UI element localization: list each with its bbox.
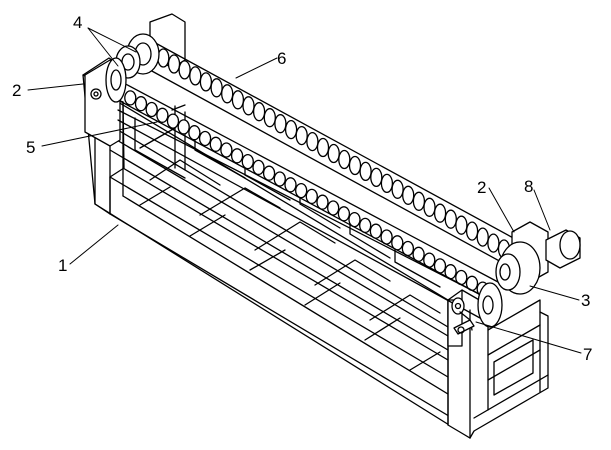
label-side-plate-right: 2: [477, 178, 487, 197]
chain-link: [476, 227, 489, 247]
crank-handle: [451, 297, 475, 335]
chain-link: [370, 167, 383, 188]
chain-link: [423, 197, 436, 217]
chain-link: [209, 136, 222, 152]
chain-link: [465, 221, 479, 241]
chain-link: [210, 78, 223, 98]
chain-link: [263, 108, 276, 128]
label-chain-guide-rail: 5: [26, 138, 36, 157]
chain-link: [242, 96, 255, 116]
chain-link: [124, 90, 137, 106]
chain-link: [273, 171, 286, 187]
chain-link: [198, 130, 212, 147]
label-motor: 8: [524, 177, 534, 196]
chain-link: [402, 185, 415, 205]
chain-link: [295, 125, 308, 146]
chain-link: [412, 191, 426, 211]
chain-link: [316, 194, 329, 210]
chain-link: [455, 215, 468, 235]
chain-link: [134, 96, 148, 112]
label-side-plate-left: 2: [12, 81, 22, 100]
chain-link: [306, 131, 319, 152]
chain-link: [487, 233, 500, 253]
chain-link: [284, 119, 298, 140]
chain-teeth: [124, 48, 521, 297]
chain-link: [189, 66, 202, 86]
chain-link: [252, 159, 265, 176]
motor: [545, 229, 581, 269]
chain-link: [262, 165, 276, 181]
chain-link: [316, 137, 330, 158]
chain-link: [338, 149, 351, 170]
label-frame: 1: [58, 256, 68, 275]
chain-link: [188, 125, 201, 141]
chain-link: [327, 143, 340, 164]
chain-link: [380, 173, 394, 194]
chain-link: [220, 142, 233, 158]
chain-link: [252, 102, 266, 122]
label-roller-chain: 6: [277, 49, 287, 68]
label-crank-handle: 7: [583, 345, 593, 364]
sprockets-left: [105, 33, 160, 103]
label-sprockets-left: 4: [73, 13, 83, 32]
chain-link: [167, 54, 181, 74]
chain-link: [274, 114, 287, 134]
chain-link: [221, 84, 234, 104]
chain-link: [305, 188, 318, 205]
chain-link: [444, 209, 457, 229]
chain-link: [231, 90, 245, 110]
chain-link: [295, 182, 308, 199]
label-sprocket-right: 3: [581, 291, 591, 310]
chain-link: [284, 177, 297, 193]
chain-link: [433, 203, 447, 223]
chain-link: [391, 179, 404, 199]
chain-link: [230, 148, 244, 164]
chain-link: [166, 113, 180, 129]
chain-link: [199, 72, 213, 92]
chain-link: [156, 107, 169, 123]
roller-chain: [117, 39, 529, 303]
chain-link: [241, 153, 254, 170]
chain-link: [359, 161, 372, 182]
chain-link: [145, 101, 158, 118]
chain-guide-rail: [117, 99, 491, 319]
chain-link: [178, 60, 191, 80]
leader-lines: [27, 27, 582, 354]
sprocket-right: [477, 241, 541, 328]
chain-link: [177, 119, 190, 135]
chain-link: [348, 155, 362, 176]
